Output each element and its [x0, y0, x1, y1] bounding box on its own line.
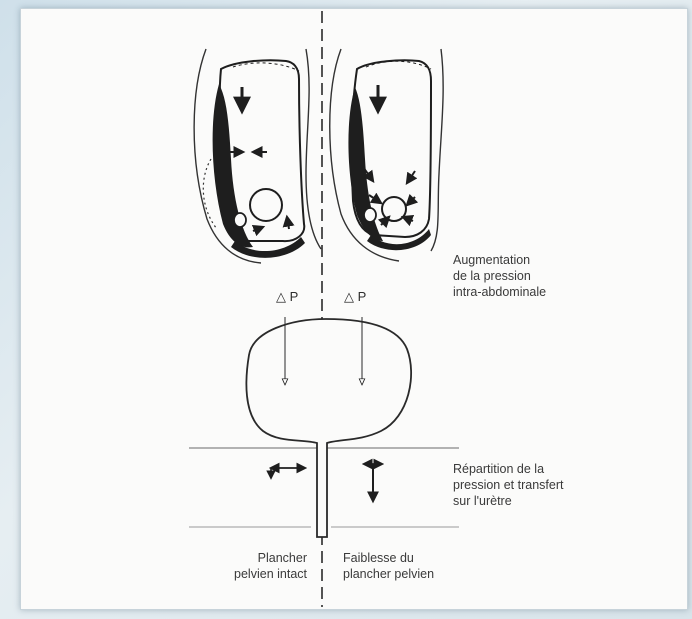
pelvis-left-drawing	[194, 49, 321, 263]
label-augmentation: Augmentation de la pression intra-abdomi…	[453, 252, 546, 300]
delta-p-right: △ P	[344, 289, 366, 305]
label-plancher-intact: Plancher pelvien intact	[211, 550, 307, 582]
diagram-drawing	[21, 9, 687, 609]
figure-frame: △ P △ P Augmentation de la pression intr…	[20, 8, 688, 610]
delta-p-left-text: P	[290, 289, 299, 304]
bladder-schematic	[189, 317, 459, 537]
delta-triangle-icon: △	[276, 289, 286, 304]
delta-p-left: △ P	[276, 289, 298, 305]
label-repartition: Répartition de la pression et transfert …	[453, 461, 563, 509]
delta-p-right-text: P	[358, 289, 367, 304]
label-faiblesse: Faiblesse du plancher pelvien	[343, 550, 434, 582]
pelvis-right-drawing	[330, 49, 443, 261]
delta-triangle-icon: △	[344, 289, 354, 304]
